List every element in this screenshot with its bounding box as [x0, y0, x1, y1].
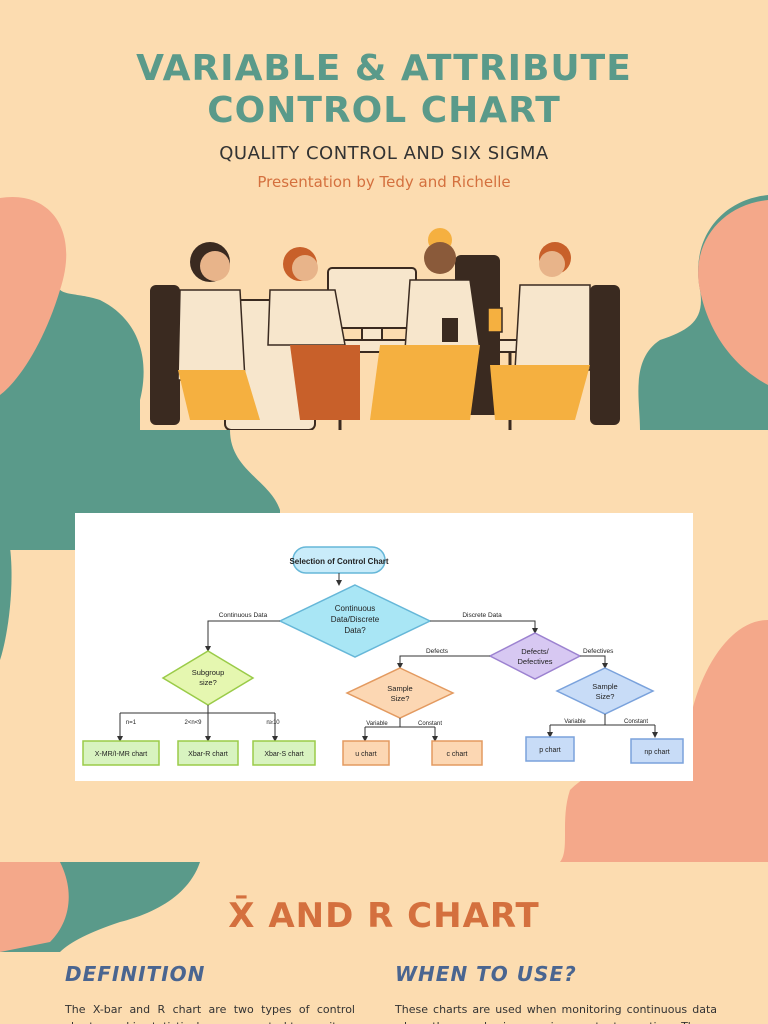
leaf-xbar-s-label: Xbar-S chart: [264, 751, 303, 758]
leaf-u-label: u chart: [355, 751, 376, 758]
node-defects-line1: Defects/: [521, 647, 549, 656]
node-subgroup-line2: size?: [199, 678, 217, 687]
edge-n3-label: n≥10: [266, 720, 280, 726]
edge-n1-label: n=1: [126, 720, 137, 726]
node-continuous-line1: Continuous: [335, 604, 375, 613]
node-selection-label: Selection of Control Chart: [289, 557, 388, 566]
edge-defectives-label: Defectives: [583, 648, 614, 655]
node-defects: [488, 632, 582, 680]
node-sample-left: [345, 667, 455, 719]
page-subtitle: QUALITY CONTROL AND SIX SIGMA: [219, 143, 549, 164]
presenter-byline: Presentation by Tedy and Richelle: [257, 173, 511, 191]
node-sample-left-line1: Sample: [387, 684, 412, 693]
node-sample-right-line2: Size?: [596, 692, 615, 701]
meeting-illustration: [150, 228, 620, 430]
xbar-r-section: X̄ AND R CHART DEFINITION WHEN TO USE? T…: [0, 862, 768, 1024]
edge-var-left-label: Variable: [366, 721, 388, 727]
node-continuous-decision: [278, 584, 432, 658]
leaf-c: [431, 740, 483, 766]
node-subgroup-line1: Subgroup: [192, 668, 225, 677]
edge-var-right-label: Variable: [564, 719, 586, 725]
node-continuous-line2: Data/Discrete: [331, 615, 380, 624]
when-to-use-text: These charts are used when monitoring co…: [395, 1003, 717, 1024]
leaf-xmr: [82, 740, 160, 766]
page-title-line-2: CONTROL CHART: [207, 90, 561, 131]
definition-heading: DEFINITION: [65, 962, 206, 986]
leaf-xbar-r-label: Xbar-R chart: [188, 751, 228, 758]
leaf-xbar-r: [177, 740, 239, 766]
node-defects-line2: Defectives: [517, 657, 552, 666]
leaf-xmr-label: X-MR/I-MR chart: [95, 751, 148, 758]
edge-n2-label: 2<n<9: [184, 720, 202, 726]
node-sample-right: [555, 667, 655, 715]
when-to-use-heading: WHEN TO USE?: [395, 962, 577, 986]
title-section: VARIABLE & ATTRIBUTE CONTROL CHART QUALI…: [0, 0, 768, 430]
node-sample-right-line1: Sample: [592, 682, 617, 691]
node-continuous-line3: Data?: [344, 626, 366, 635]
edge-discrete-label: Discrete Data: [462, 612, 502, 619]
leaf-p-label: p chart: [539, 747, 560, 754]
leaf-p: [525, 736, 575, 762]
section3-blob-decoration: [0, 862, 200, 952]
edge-defects-label: Defects: [426, 648, 449, 655]
leaf-xbar-s: [252, 740, 316, 766]
leaf-np-label: np chart: [644, 749, 669, 756]
left-blob-decoration: [0, 195, 768, 430]
edge-const-right-label: Constant: [624, 719, 648, 725]
flowchart-card: Selection of Control Chart Continuous Da…: [75, 513, 693, 781]
section-heading: X̄ AND R CHART: [228, 896, 540, 936]
leaf-u: [342, 740, 390, 766]
node-sample-left-line2: Size?: [391, 694, 410, 703]
control-chart-flowchart: Selection of Control Chart Continuous Da…: [82, 546, 684, 766]
definition-text: The X-bar and R chart are two types of c…: [65, 1003, 355, 1024]
edge-const-left-label: Constant: [418, 721, 442, 727]
edge-continuous-label: Continuous Data: [219, 612, 268, 619]
leaf-c-label: c chart: [446, 751, 467, 758]
flowchart-section: Selection of Control Chart Continuous Da…: [0, 430, 768, 862]
leaf-np: [630, 738, 684, 764]
page-title-line-1: VARIABLE & ATTRIBUTE: [136, 48, 632, 89]
